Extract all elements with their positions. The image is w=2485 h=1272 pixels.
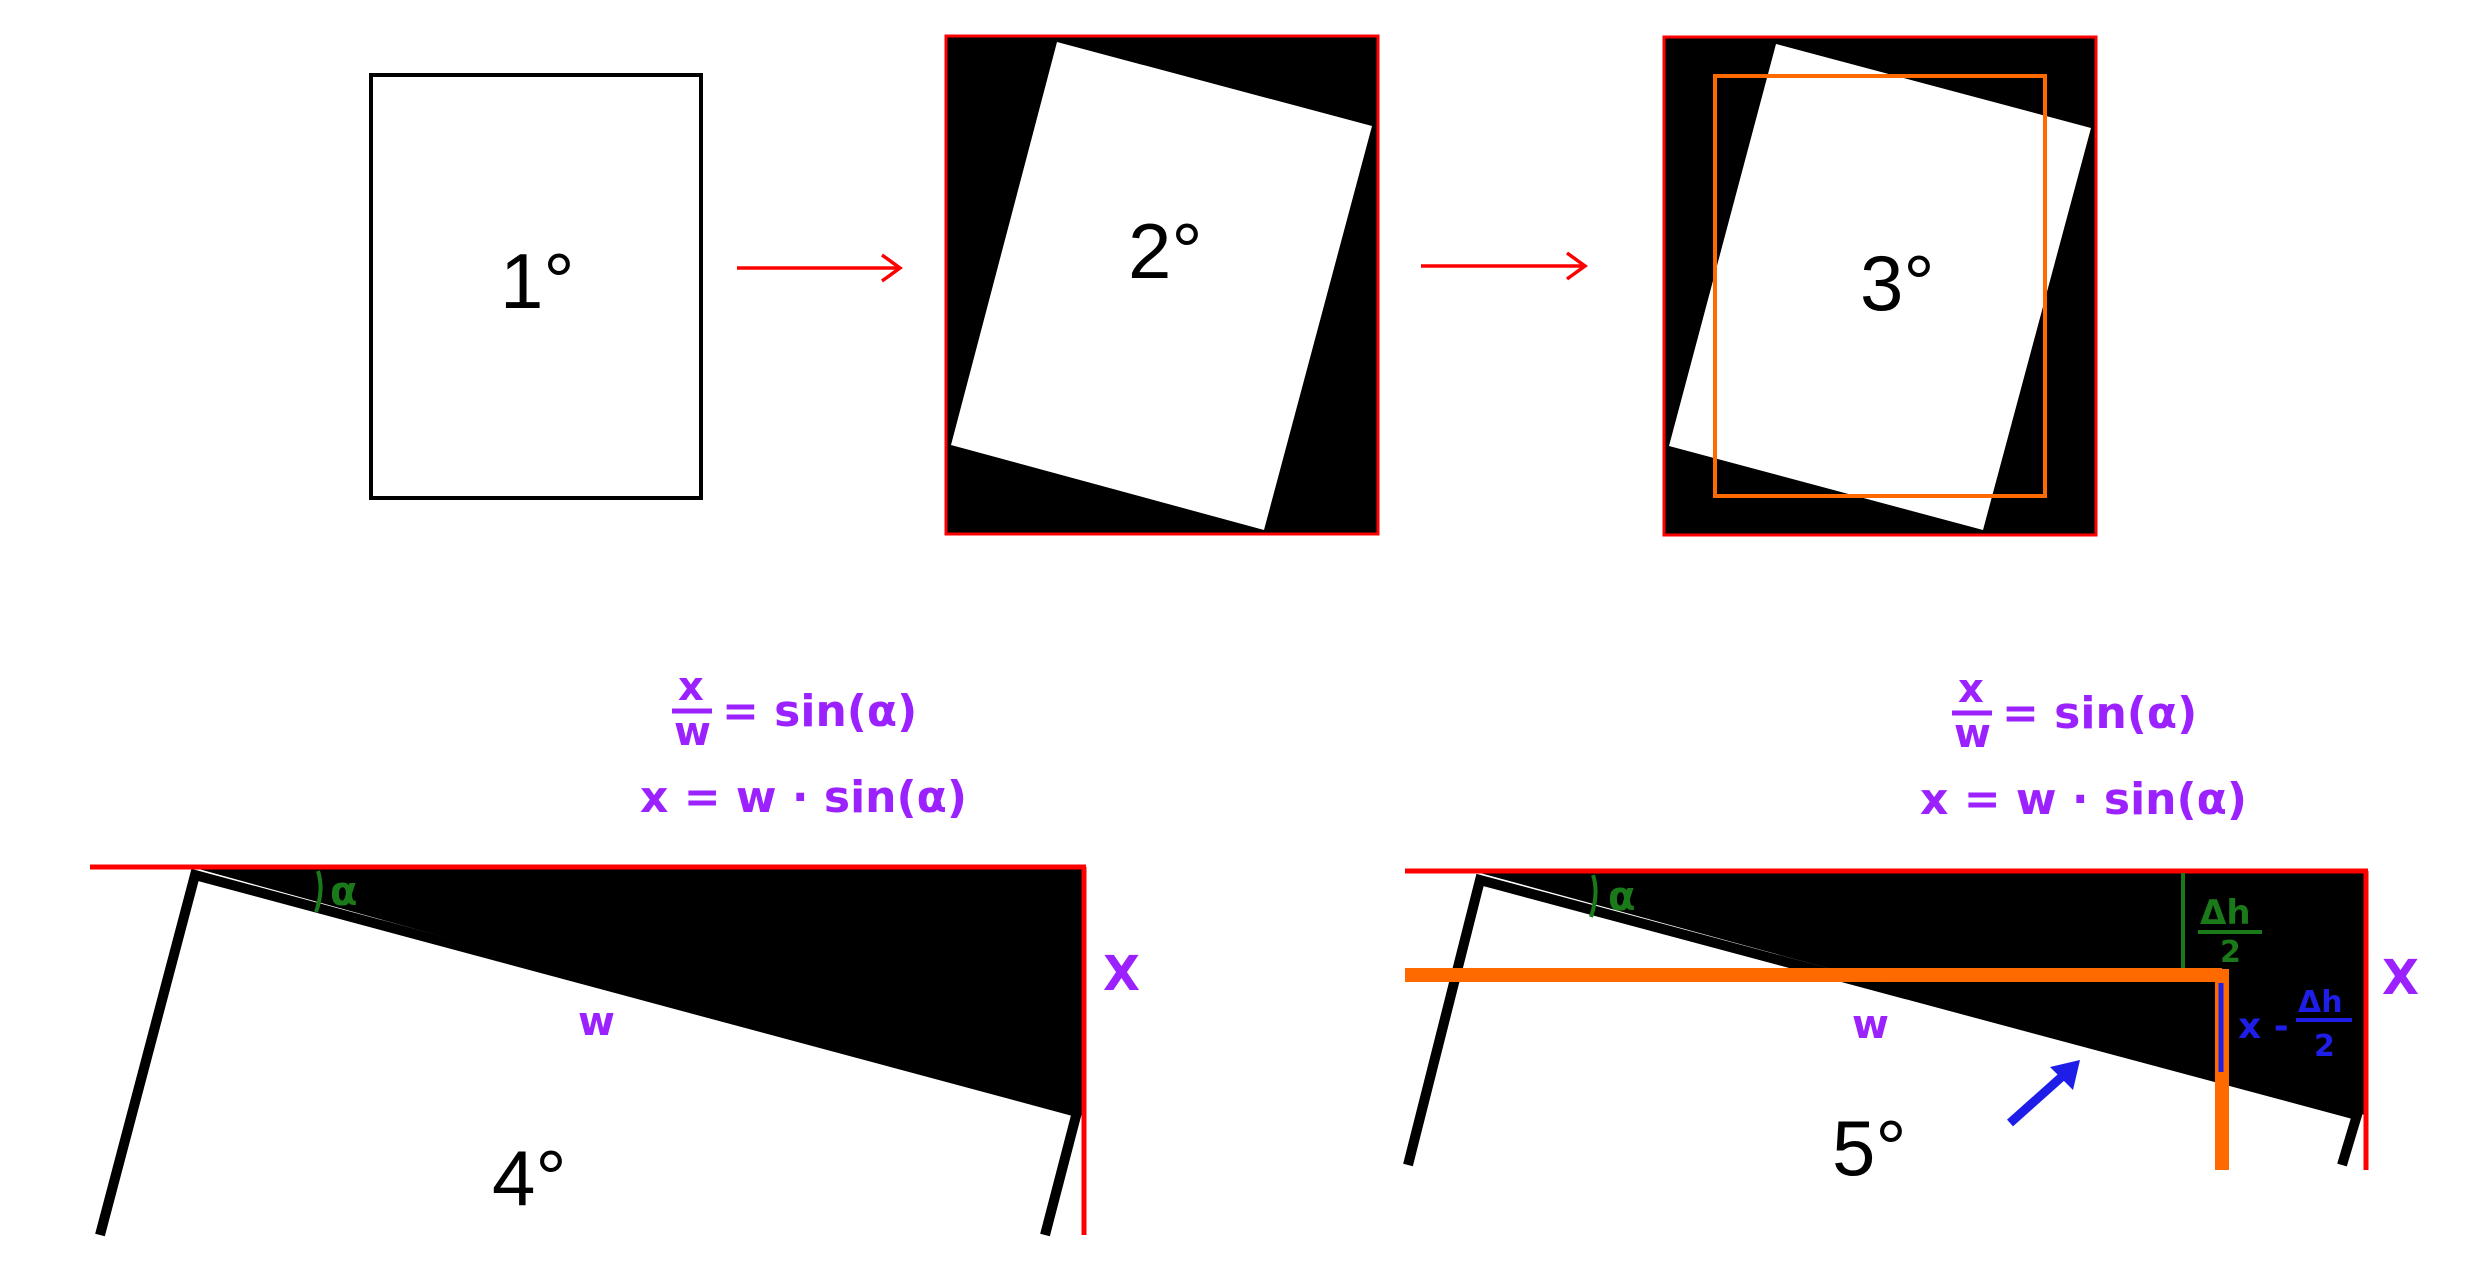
step-5-dh-fraction: Δh 2	[2198, 893, 2262, 970]
step-4-rect-edges	[95, 868, 1084, 1237]
step-5-eq-sin: = sin(α)	[2002, 688, 2197, 739]
step-5-rect-edges	[1403, 873, 2364, 1167]
step-5-x-minus-dh: x - Δh 2	[2238, 985, 2352, 1064]
step-4-frac-den: w	[674, 709, 711, 755]
step-4-frac-num: x	[678, 664, 704, 710]
step-5-x-minus: x -	[2238, 1006, 2289, 1047]
step-2-label: 2°	[1128, 207, 1203, 295]
step-5-w-label: w	[1852, 1002, 1889, 1048]
step-4-label: 4°	[492, 1134, 567, 1222]
step-1-label: 1°	[500, 237, 575, 325]
step-1-panel: 1°	[369, 73, 703, 500]
step-5-frac-num: x	[1958, 666, 1984, 712]
step-4-eq-x: x = w · sin(α)	[640, 772, 967, 823]
step-5-alpha: α	[1608, 874, 1635, 920]
step-5-dh-den: 2	[2220, 935, 2241, 970]
step-4-eq-sin: = sin(α)	[722, 686, 917, 737]
step-4-alpha-arc	[314, 870, 323, 913]
blue-pointer-arrow-icon	[2007, 1060, 2080, 1127]
step-5-dh-num: Δh	[2200, 893, 2251, 933]
step-4-panel: α X w 4° x w = sin(α) x = w · sin(α)	[90, 664, 1140, 1237]
step-3-crop-rectangle	[1713, 74, 2047, 498]
step-2-rotated-rectangle	[951, 42, 1372, 530]
step-4-w-label: w	[578, 999, 615, 1045]
step-3-label: 3°	[1860, 239, 1935, 327]
step-5-eq-x: x = w · sin(α)	[1920, 774, 2247, 825]
step-3-rotated-rectangle	[1669, 44, 2091, 530]
step-4-alpha: α	[330, 869, 357, 915]
step-2-panel: 2°	[944, 34, 1380, 536]
step-4-formula: x w = sin(α) x = w · sin(α)	[640, 664, 967, 823]
step-3-panel: 3°	[1662, 35, 2098, 537]
arrow-2-icon	[1421, 251, 1588, 281]
step-5-dh-num-blue: Δh	[2298, 985, 2343, 1020]
step-5-panel: α Δh 2 x - Δh 2 X w 5° x w = sin(α) x = …	[1403, 666, 2419, 1192]
step-4-x-label: X	[1103, 946, 1140, 1002]
arrow-1-icon	[737, 253, 903, 283]
step-5-frac-den: w	[1954, 711, 1991, 757]
step-5-dh-den-blue: 2	[2314, 1029, 2335, 1064]
step-5-label: 5°	[1832, 1104, 1907, 1192]
step-5-x-label: X	[2382, 950, 2419, 1006]
step-5-formula: x w = sin(α) x = w · sin(α)	[1920, 666, 2247, 825]
step-1-rectangle	[369, 73, 703, 500]
step-5-alpha-arc	[1589, 874, 1598, 918]
